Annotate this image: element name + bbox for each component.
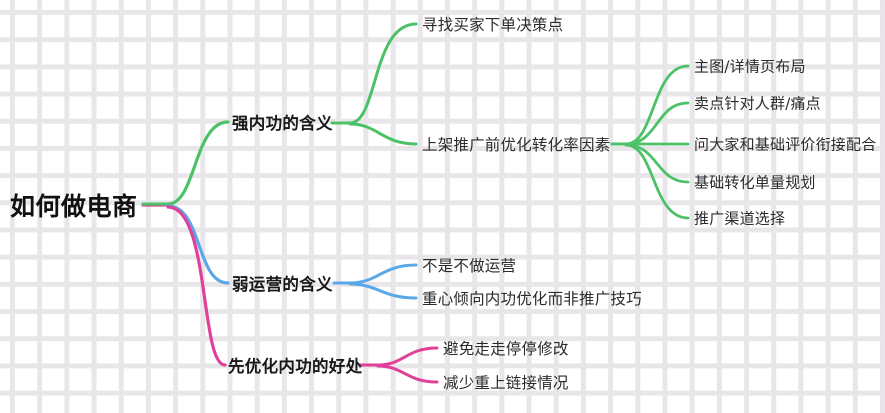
branch-node-green[interactable]: 强内功的含义 — [232, 114, 333, 133]
connector-blue-to-child1 — [348, 263, 418, 285]
connector-pink-to-child2 — [376, 364, 439, 384]
connector-green-to-child1 — [348, 22, 418, 125]
node-green-leaf-4[interactable]: 基础转化单量规划 — [694, 173, 816, 192]
connector-blue-to-child2 — [348, 282, 418, 300]
branch-node-pink[interactable]: 先优化内功的好处 — [228, 357, 363, 376]
connector-root-to-green — [166, 120, 230, 206]
node-blue-child-1[interactable]: 不是不做运营 — [422, 257, 517, 275]
node-green-leaf-1[interactable]: 主图/详情页布局 — [694, 57, 806, 76]
connector-fan-to-leaf2 — [624, 101, 690, 146]
branch-node-blue[interactable]: 弱运营的含义 — [232, 275, 333, 294]
node-green-leaf-5[interactable]: 推广渠道选择 — [694, 209, 786, 228]
connector-fan-to-leaf1 — [624, 64, 690, 146]
node-pink-child-1[interactable]: 避免走走停停修改 — [443, 340, 569, 358]
node-green-leaf-3[interactable]: 问大家和基础评价衔接配合 — [694, 135, 877, 154]
node-pink-child-2[interactable]: 减少重上链接情况 — [443, 374, 569, 392]
connector-green-to-child2 — [348, 122, 418, 146]
node-blue-child-2[interactable]: 重心倾向内功优化而非推广技巧 — [422, 290, 642, 308]
connector-root-to-pink — [166, 205, 227, 367]
connector-fan-to-leaf4 — [624, 143, 690, 184]
node-green-leaf-2[interactable]: 卖点针对人群/痛点 — [694, 94, 821, 113]
root-node[interactable]: 如何做电商 — [10, 192, 138, 221]
connector-fan-to-leaf5 — [624, 143, 690, 220]
connector-root-to-blue — [166, 204, 230, 285]
connector-pink-to-child1 — [376, 346, 439, 367]
node-green-child-2[interactable]: 上架推广前优化转化率因素 — [422, 136, 611, 154]
node-green-child-1[interactable]: 寻找买家下单决策点 — [422, 16, 564, 34]
